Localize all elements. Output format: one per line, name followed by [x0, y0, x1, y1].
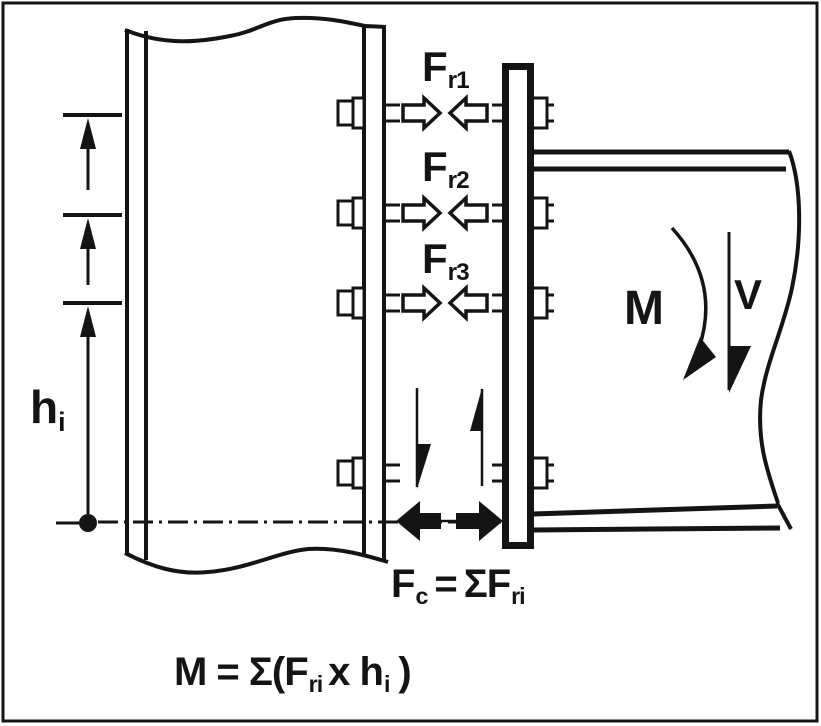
shear-v-arrow: [727, 232, 751, 393]
moment-arc: [670, 226, 708, 349]
bolt-washer-4: [351, 456, 366, 490]
moment-arrow: [670, 226, 716, 380]
force-label-main: F: [422, 235, 448, 282]
fc-subscript: c: [415, 582, 428, 609]
force-label-sub: r1: [447, 67, 470, 95]
force-arrow-left-row1: [447, 93, 489, 133]
dimension-hi: [56, 113, 501, 532]
bolt-row-4: [336, 456, 554, 490]
force-arrow-right-row1: [401, 93, 443, 133]
bolt-head-4: [336, 459, 355, 487]
moment-label: M: [624, 282, 664, 335]
bolt-rows: [336, 96, 554, 490]
beam: [531, 149, 802, 533]
moment-formula-lhs: M = Σ(F: [174, 650, 309, 694]
bolt-nut-2: [530, 196, 549, 230]
up-arrowhead-1: [80, 118, 96, 149]
fc-formula: Fc=ΣFri: [391, 562, 526, 608]
shear-v-arrowhead: [729, 346, 751, 393]
fc-arrow-right: [456, 501, 503, 541]
bolt-head-1: [336, 99, 355, 127]
fc-arrow-left: [396, 501, 441, 541]
bolt-washer-3: [351, 286, 366, 320]
beam-bottom-flange-top: [532, 503, 778, 517]
moment-formula-sub1: ri: [308, 670, 324, 697]
moment-formula-sub2: i: [383, 670, 391, 697]
force-label-fr3: Fr3: [422, 235, 470, 285]
shear-down-arrowhead: [417, 444, 431, 489]
force-label-fr2: Fr2: [422, 143, 470, 193]
force-arrow-right-row2: [401, 193, 443, 233]
shear-transfer-arrows: [415, 388, 484, 489]
force-label-fr1: Fr1: [422, 43, 470, 93]
fc-sigma: ΣF: [463, 562, 511, 606]
force-label-main: F: [422, 143, 448, 190]
fc-equals: =: [434, 562, 457, 606]
force-label-sub: r3: [447, 259, 470, 287]
dimension-label-hi: hi: [30, 381, 66, 435]
force-arrow-left-row3: [447, 283, 489, 323]
end-plate: [502, 63, 534, 549]
moment-arrowhead: [683, 337, 716, 380]
beam-break-line: [758, 150, 802, 504]
force-arrow-right-row3: [401, 283, 443, 323]
bolt-force-arrows: [401, 93, 489, 323]
fc-ri-subscript: ri: [511, 582, 526, 609]
column-break-line-bottom: [124, 546, 389, 575]
compression-force-arrows: [396, 501, 503, 541]
up-arrowhead-2: [80, 218, 96, 249]
up-arrowhead-3: [80, 306, 96, 337]
moment-formula-close: ): [398, 650, 411, 694]
bolt-row-1: [336, 96, 554, 130]
bolt-row-3: [336, 286, 554, 320]
force-arrow-left-row2: [447, 193, 489, 233]
bolt-row-2: [336, 196, 554, 230]
bolt-nut-4: [530, 456, 549, 490]
column-break-line-top: [124, 15, 387, 44]
moment-formula-mid: x h: [328, 650, 384, 694]
dimension-label-sub: i: [58, 407, 65, 437]
beam-bottom-flange-end: [775, 502, 793, 530]
bolt-nut-1: [530, 96, 549, 130]
shear-up-arrowhead: [470, 388, 482, 431]
bolt-head-3: [336, 289, 355, 317]
force-label-main: F: [422, 43, 448, 90]
bolt-washer-2: [351, 196, 366, 230]
dimension-label-main: h: [30, 381, 58, 433]
compression-point-dot: [79, 514, 97, 532]
shear-label: V: [734, 271, 762, 318]
bolt-nut-3: [530, 286, 549, 320]
bolt-head-2: [336, 199, 355, 227]
beam-bottom-flange-bottom: [532, 525, 781, 533]
bolt-washer-1: [351, 96, 366, 130]
force-label-sub: r2: [447, 167, 470, 195]
fc-symbol: F: [391, 562, 415, 606]
